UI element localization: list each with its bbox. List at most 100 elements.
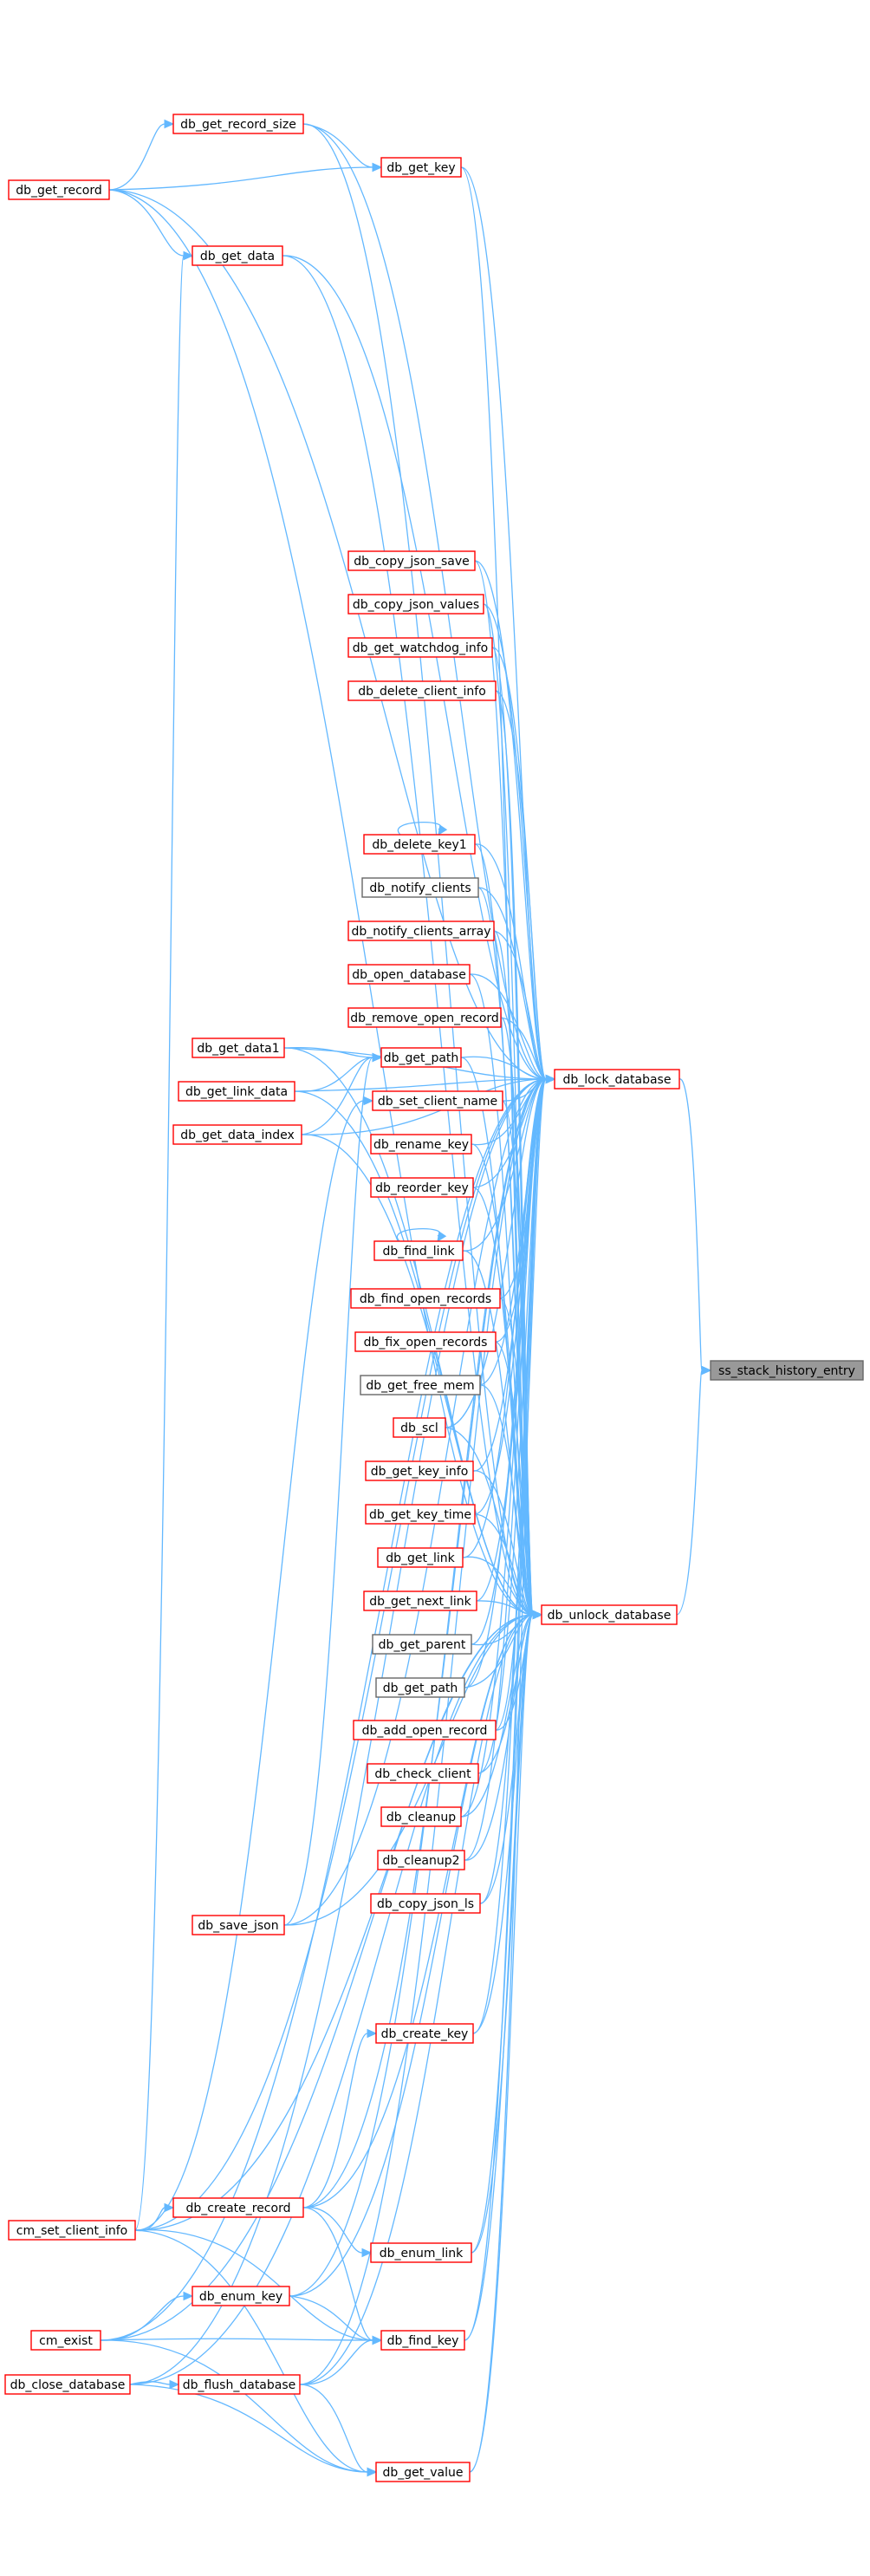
edge-line (464, 1614, 534, 2341)
edge-line (134, 1100, 365, 2231)
edge-db_unlock_database-to-ss_stack_history_entry (676, 1365, 712, 1616)
node-db-get-next-link[interactable]: db_get_next_link (363, 1590, 477, 1611)
node-box (347, 964, 471, 985)
node-box (350, 1288, 501, 1309)
node-db-unlock-database[interactable]: db_unlock_database (541, 1604, 678, 1625)
node-label: ss_stack_history_entry (718, 1364, 855, 1378)
node-db-get-data-index[interactable]: db_get_data_index (172, 1124, 302, 1145)
node-db-find-link[interactable]: db_find_link (373, 1240, 464, 1261)
node-db-add-open-record[interactable]: db_add_open_record (353, 1720, 497, 1740)
edge-line (502, 1100, 534, 1616)
node-db-get-key-info[interactable]: db_get_key_info (365, 1460, 474, 1481)
edge-arrowhead (169, 2379, 180, 2390)
node-db-enum-link[interactable]: db_enum_link (370, 2242, 472, 2263)
node-db-get-record-size[interactable]: db_get_record_size (172, 114, 304, 134)
node-db-check-client[interactable]: db_check_client (367, 1763, 479, 1784)
node-db-fix-open-records[interactable]: db_fix_open_records (354, 1331, 497, 1352)
node-box (360, 1375, 481, 1395)
edge-db_get_record-to-db_get_data (108, 189, 194, 261)
node-db-create-record[interactable]: db_create_record (172, 2197, 304, 2218)
node-db-get-free-mem[interactable]: db_get_free_mem (360, 1375, 481, 1395)
node-db-get-key[interactable]: db_get_key (380, 157, 462, 178)
node-label: db_reorder_key (375, 1181, 469, 1195)
edge-arrowhead (372, 162, 383, 172)
node-ss-stack-history-entry[interactable]: ss_stack_history_entry (710, 1360, 864, 1381)
node-label: db_copy_json_save (354, 555, 470, 569)
node-cm-exist[interactable]: cm_exist (30, 2330, 101, 2351)
node-box (365, 1504, 476, 1525)
edge-arrowhead (545, 1074, 556, 1084)
edge-line (464, 1078, 547, 2341)
node-db-get-path-gray[interactable]: db_get_path (375, 1677, 465, 1698)
node-db-set-client-name[interactable]: db_set_client_name (372, 1090, 503, 1111)
node-label: db_find_open_records (360, 1292, 491, 1306)
node-db-save-json[interactable]: db_save_json (192, 1915, 285, 1935)
node-label: db_remove_open_record (350, 1012, 499, 1025)
node-label: db_enum_key (199, 2290, 282, 2304)
edge-arrowhead (164, 2202, 175, 2213)
edge-cm_set_client_info-to-db_get_data (134, 250, 194, 2231)
node-box (353, 1720, 497, 1740)
node-db-copy-json-save[interactable]: db_copy_json_save (347, 550, 476, 571)
edge-line (495, 1341, 534, 1616)
edge-line (472, 1614, 534, 2034)
node-db-copy-json-ls[interactable]: db_copy_json_ls (370, 1893, 481, 1914)
edge-db_get_record-to-db_lock_database (108, 189, 556, 1084)
edge-db_delete_key1-to-db_delete_key1 (397, 822, 448, 836)
node-box (354, 1331, 497, 1352)
node-db-copy-json-values[interactable]: db_copy_json_values (347, 594, 484, 615)
node-db-remove-open-record[interactable]: db_remove_open_record (347, 1007, 502, 1028)
node-db-find-open-records[interactable]: db_find_open_records (350, 1288, 501, 1309)
node-db-notify-clients[interactable]: db_notify_clients (361, 877, 479, 898)
node-db-get-parent[interactable]: db_get_parent (372, 1634, 472, 1655)
edge-line (472, 1470, 534, 1616)
edge-cm_set_client_info-to-db_set_client_name (134, 1096, 374, 2231)
node-db-get-link-data[interactable]: db_get_link_data (178, 1081, 295, 1102)
node-db-get-path-red[interactable]: db_get_path (380, 1047, 462, 1068)
node-box (178, 1081, 295, 1102)
node-db-get-key-time[interactable]: db_get_key_time (365, 1504, 476, 1525)
node-label: db_cleanup (386, 1811, 456, 1825)
edge-line (302, 2207, 373, 2341)
node-label: db_get_record_size (180, 118, 296, 132)
edge-line (129, 2381, 171, 2385)
edge-arrowhead (372, 1052, 383, 1063)
node-cm-set-client-info[interactable]: cm_set_client_info (8, 2220, 136, 2241)
node-box (370, 2242, 472, 2263)
edge-arrowhead (532, 1610, 543, 1620)
node-label: db_get_data_index (180, 1129, 295, 1142)
node-db-notify-clients-array[interactable]: db_notify_clients_array (347, 920, 495, 941)
node-db-get-data1[interactable]: db_get_data1 (192, 1038, 285, 1058)
node-box (372, 1634, 472, 1655)
node-db-cleanup[interactable]: db_cleanup (380, 1806, 462, 1827)
node-db-get-link[interactable]: db_get_link (377, 1547, 464, 1568)
node-db-rename-key[interactable]: db_rename_key (370, 1134, 472, 1155)
edge-line (474, 560, 534, 1616)
node-db-get-data[interactable]: db_get_data (192, 245, 283, 266)
node-box (370, 1177, 474, 1198)
node-db-get-value[interactable]: db_get_value (375, 2462, 471, 2482)
edge-line (460, 166, 547, 1080)
edge-arrowhead (183, 2291, 194, 2301)
node-db-open-database[interactable]: db_open_database (347, 964, 471, 985)
edge-db_create_record-to-db_find_key (302, 2207, 383, 2345)
node-db-enum-key[interactable]: db_enum_key (192, 2286, 290, 2306)
node-db-close-database[interactable]: db_close_database (4, 2374, 131, 2395)
node-box (347, 680, 497, 701)
node-db-reorder-key[interactable]: db_reorder_key (370, 1177, 474, 1198)
edge-arrowhead (367, 2028, 378, 2039)
node-db-flush-database[interactable]: db_flush_database (178, 2374, 301, 2395)
node-db-scl[interactable]: db_scl (393, 1417, 446, 1438)
node-label: db_get_path (384, 1051, 459, 1065)
node-db-get-watchdog-info[interactable]: db_get_watchdog_info (347, 637, 493, 658)
edge-arrowhead (183, 250, 194, 261)
node-box (370, 1134, 472, 1155)
node-db-get-record[interactable]: db_get_record (8, 179, 110, 200)
node-db-create-key[interactable]: db_create_key (375, 2023, 474, 2044)
node-db-find-key[interactable]: db_find_key (380, 2330, 465, 2351)
node-db-delete-key1[interactable]: db_delete_key1 (363, 834, 476, 855)
node-db-lock-database[interactable]: db_lock_database (554, 1069, 680, 1090)
node-db-cleanup2[interactable]: db_cleanup2 (377, 1850, 465, 1870)
node-db-delete-client-info[interactable]: db_delete_client_info (347, 680, 497, 701)
node-label: cm_set_client_info (16, 2224, 127, 2238)
